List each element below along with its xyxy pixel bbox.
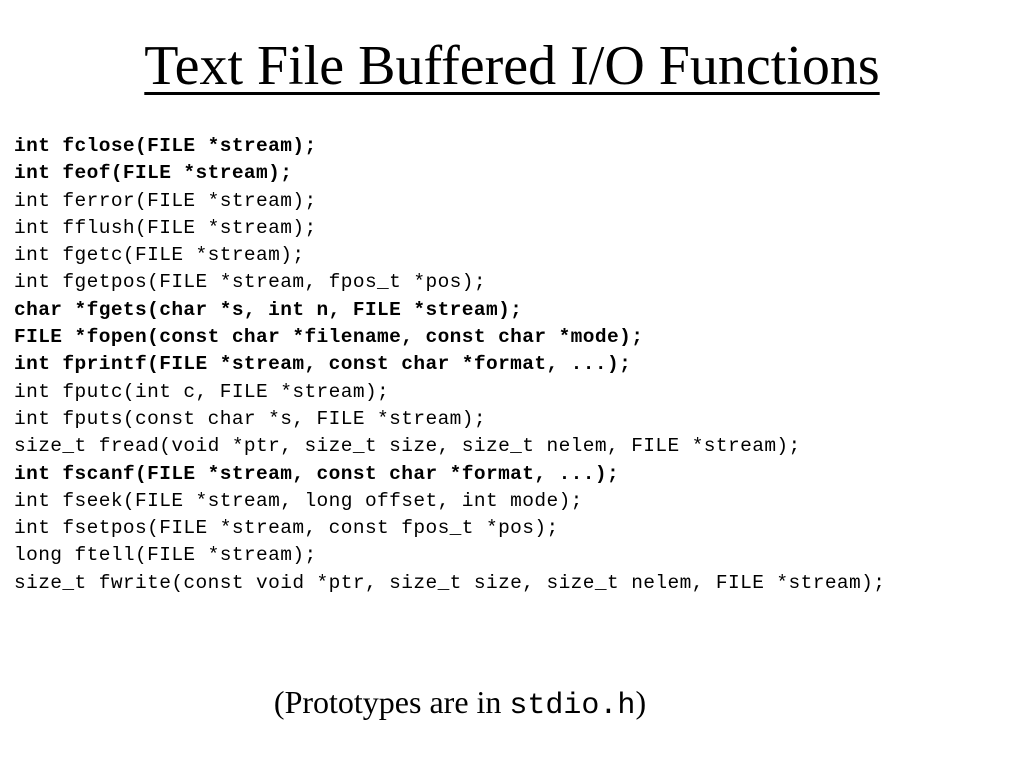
prototype-line: FILE *fopen(const char *filename, const … xyxy=(14,326,644,349)
prototype-line: size_t fread(void *ptr, size_t size, siz… xyxy=(14,435,801,458)
prototype-line: int fprintf(FILE *stream, const char *fo… xyxy=(14,353,632,376)
prototype-line: int fgetpos(FILE *stream, fpos_t *pos); xyxy=(14,271,486,294)
prototype-line: int fscanf(FILE *stream, const char *for… xyxy=(14,462,620,485)
prototype-line: int fclose(FILE *stream); xyxy=(14,135,317,157)
footnote-header-name: stdio.h xyxy=(509,689,636,723)
slide-title-text: Text File Buffered I/O Functions xyxy=(144,35,880,97)
prototype-line: int ferror(FILE *stream); xyxy=(14,189,317,212)
prototype-line: int fsetpos(FILE *stream, const fpos_t *… xyxy=(14,517,559,540)
prototype-line: int fseek(FILE *stream, long offset, int… xyxy=(14,489,583,512)
footnote: (Prototypes are in stdio.h) xyxy=(0,680,920,728)
prototype-line: long ftell(FILE *stream); xyxy=(14,544,317,567)
prototype-line: int fputs(const char *s, FILE *stream); xyxy=(14,407,486,430)
prototype-line: int fputc(int c, FILE *stream); xyxy=(14,380,390,403)
prototype-list: int fclose(FILE *stream); int feof(FILE *… xyxy=(14,133,885,597)
prototype-line: int fflush(FILE *stream); xyxy=(14,216,317,239)
footnote-prefix: (Prototypes are in xyxy=(273,684,510,720)
prototype-line: size_t fwrite(const void *ptr, size_t si… xyxy=(14,571,886,594)
prototype-line: int fgetc(FILE *stream); xyxy=(14,244,305,267)
prototype-line: int feof(FILE *stream); xyxy=(14,162,293,185)
slide-title: Text File Buffered I/O Functions xyxy=(0,30,1024,102)
prototype-line: char *fgets(char *s, int n, FILE *stream… xyxy=(14,298,523,321)
footnote-suffix: ) xyxy=(635,684,647,720)
